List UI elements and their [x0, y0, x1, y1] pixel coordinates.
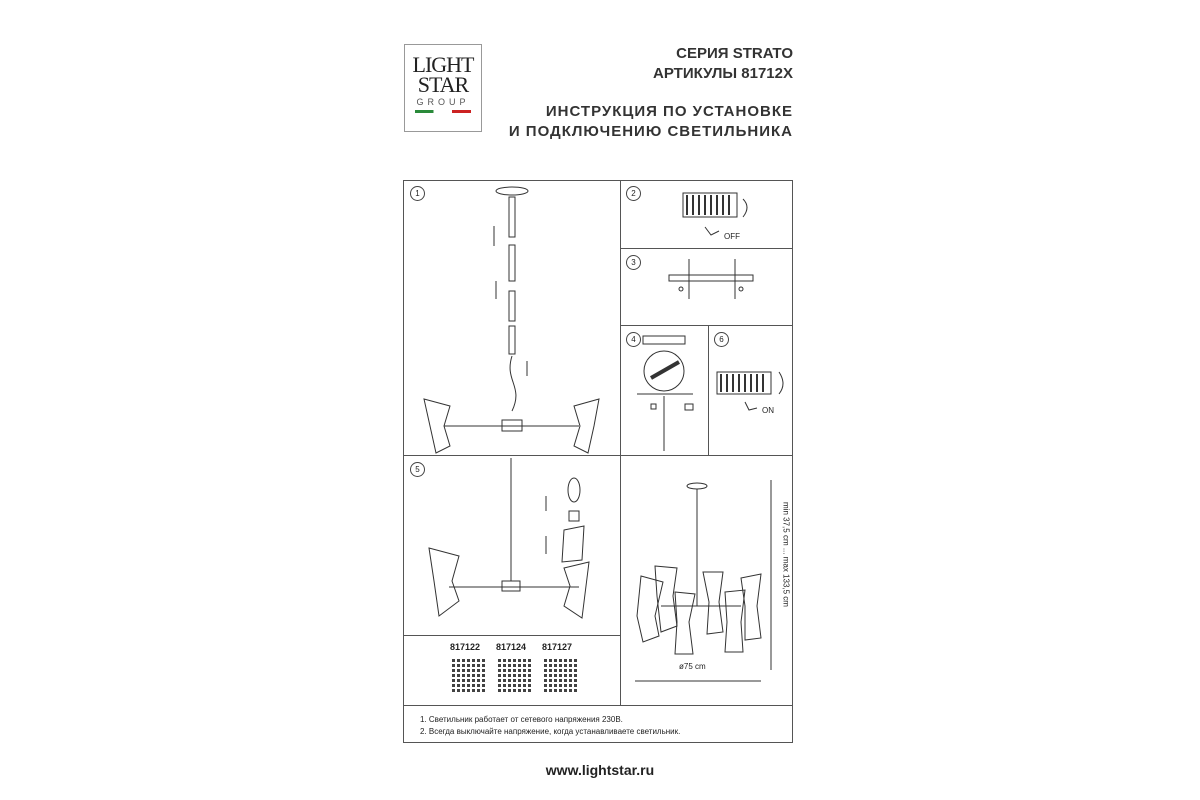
- divider: [620, 455, 793, 456]
- diameter-dimension-label: ø75 cm: [679, 662, 706, 671]
- article-code: 817122: [450, 642, 481, 652]
- divider: [403, 635, 620, 636]
- height-dimension-label: min 37,5 cm ... max 133,5 cm: [781, 502, 791, 607]
- website-link[interactable]: www.lightstar.ru: [545, 762, 655, 778]
- qr-code[interactable]: [452, 658, 486, 692]
- note-item: 1. Светильник работает от сетевого напря…: [420, 715, 623, 724]
- step-number: 1: [410, 186, 425, 201]
- document-title: ИНСТРУКЦИЯ ПО УСТАНОВКЕ И ПОДКЛЮЧЕНИЮ СВ…: [509, 102, 793, 142]
- logo-text: LIGHT: [412, 52, 475, 77]
- dimension-drawing: [635, 480, 772, 682]
- article-code: 817127: [542, 642, 573, 652]
- step-number: 4: [626, 332, 641, 347]
- qr-code[interactable]: [544, 658, 578, 692]
- assembly-diagram-step5: [428, 458, 590, 619]
- divider: [620, 248, 793, 249]
- qr-code[interactable]: [498, 658, 532, 692]
- divider: [403, 705, 793, 706]
- wiring-diagram-step4: [637, 335, 694, 451]
- step-number: 6: [714, 332, 729, 347]
- title-line-1: ИНСТРУКЦИЯ ПО УСТАНОВКЕ: [545, 103, 793, 120]
- divider: [620, 180, 621, 705]
- series-name: СЕРИЯ STRATO: [676, 45, 793, 62]
- mounting-plate-diagram: [668, 259, 754, 299]
- instruction-frame: [403, 180, 793, 743]
- step-number: 5: [410, 462, 425, 477]
- assembly-diagram-step1: [423, 186, 600, 454]
- divider: [620, 325, 793, 326]
- article-code: 817124: [496, 642, 527, 652]
- logo-text: GROUP: [416, 97, 470, 107]
- terminal-block-diagram-on: [716, 371, 784, 411]
- italian-flag-stripe: [415, 110, 471, 113]
- title-line-2: И ПОДКЛЮЧЕНИЮ СВЕТИЛЬНИКА: [508, 123, 793, 140]
- divider: [708, 325, 709, 455]
- note-item: 2. Всегда выключайте напряжение, когда у…: [420, 727, 681, 736]
- series-header: СЕРИЯ STRATO АРТИКУЛЫ 81712X: [653, 44, 793, 84]
- on-label: ON: [762, 406, 774, 415]
- lightstar-logo: LIGHT STAR GROUP: [404, 44, 482, 132]
- safety-notes: 1. Светильник работает от сетевого напря…: [420, 714, 680, 738]
- divider: [403, 455, 620, 456]
- off-label: OFF: [724, 232, 740, 241]
- terminal-block-diagram-off: [682, 192, 748, 236]
- step-number: 3: [626, 255, 641, 270]
- logo-text: STAR: [417, 72, 469, 97]
- step-number: 2: [626, 186, 641, 201]
- article-numbers: АРТИКУЛЫ 81712X: [653, 65, 793, 82]
